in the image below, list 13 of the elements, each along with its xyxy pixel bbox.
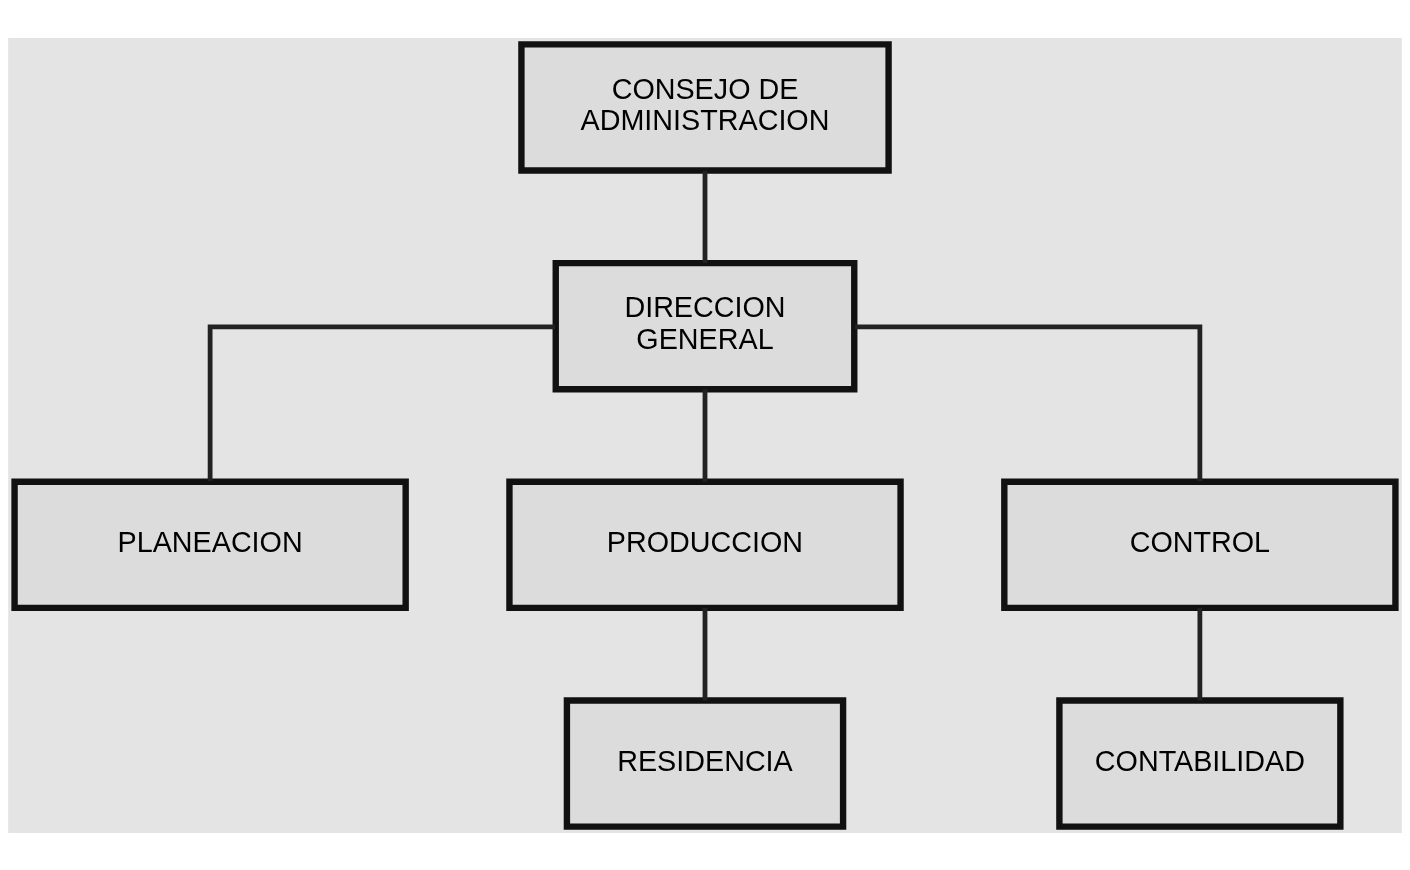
node-box: RESIDENCIA [563, 696, 847, 830]
node-box: DIRECCION GENERAL [552, 259, 858, 392]
node-box: PLANEACION [11, 478, 409, 611]
node-box: CONSEJO DE ADMINISTRACION [518, 40, 892, 174]
node-box: CONTROL [1001, 478, 1399, 611]
connector [207, 324, 556, 481]
node-box: PRODUCCION [506, 478, 904, 611]
connector [702, 388, 708, 482]
connector [702, 607, 708, 700]
connector [854, 324, 1203, 481]
connector [702, 170, 708, 263]
connector [1197, 607, 1203, 700]
node-box: CONTABILIDAD [1056, 696, 1344, 830]
